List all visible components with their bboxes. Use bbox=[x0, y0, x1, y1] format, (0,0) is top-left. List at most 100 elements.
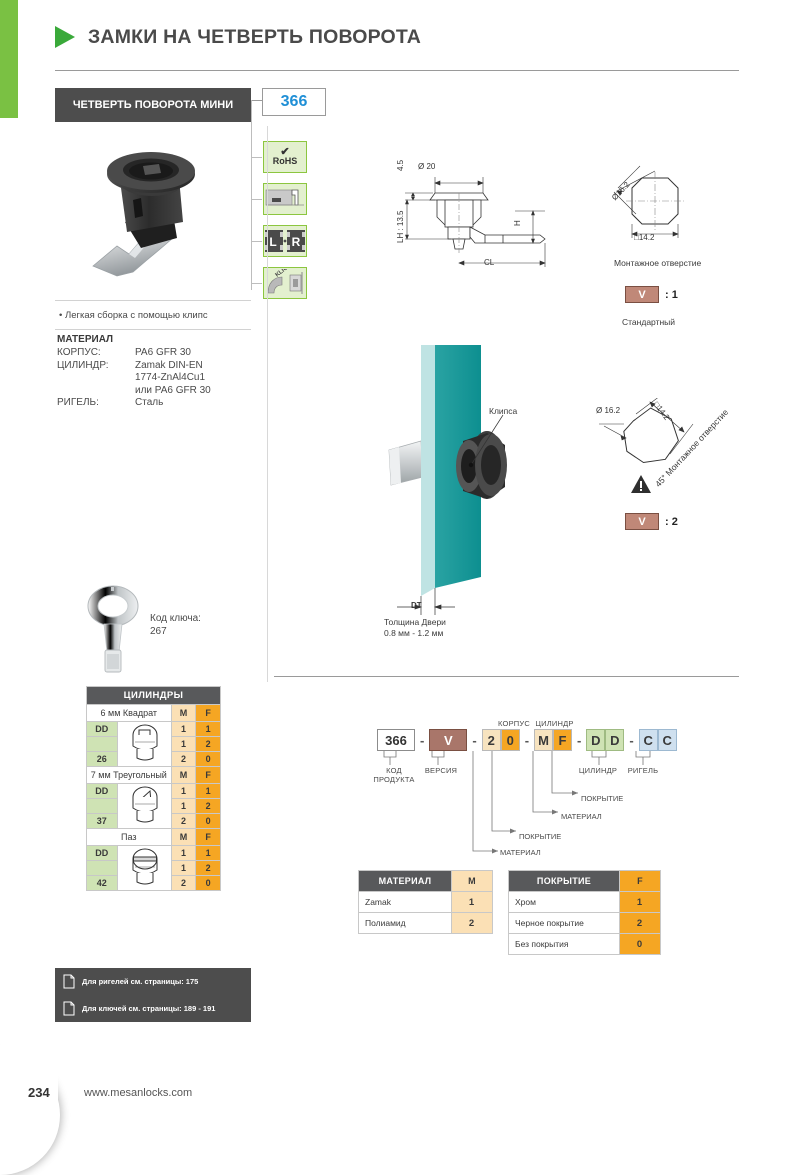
material-title: МАТЕРИАЛ bbox=[57, 334, 114, 345]
code-cylinder-1: D bbox=[586, 729, 606, 751]
cylinder-number: 37 bbox=[86, 813, 118, 829]
coating-value: 1 bbox=[619, 891, 661, 913]
code-top-label-body: КОРПУС bbox=[498, 719, 530, 728]
cylinder-group-name: Паз bbox=[86, 828, 172, 846]
material-key bbox=[57, 385, 135, 398]
cylinder-dd-label: DD bbox=[86, 845, 118, 861]
code-body-material: 2 bbox=[481, 729, 501, 751]
version-value: : 2 bbox=[665, 515, 678, 528]
section-divider bbox=[274, 676, 739, 677]
material-row: ЦИЛИНДР: Zamak DIN-EN bbox=[57, 360, 257, 373]
material-name: Полиамид bbox=[358, 912, 452, 934]
material-value: PA6 GFR 30 bbox=[135, 347, 191, 358]
feature-icon-rail bbox=[251, 100, 252, 290]
leader-coating-body: ПОКРЫТИЕ bbox=[519, 832, 562, 841]
dim-top: 4.5 bbox=[396, 159, 405, 171]
page-number: 234 bbox=[28, 1085, 50, 1100]
rohs-icon: ✔ RoHS bbox=[263, 141, 307, 173]
material-key bbox=[57, 372, 135, 385]
code-bottom-label-cam: РИГЕЛЬ bbox=[627, 766, 659, 775]
coating-table: ПОКРЫТИЕ F Хром 1 Черное покрытие 2 Без … bbox=[508, 870, 661, 955]
page-icon bbox=[63, 974, 75, 989]
col-f-header: F bbox=[195, 704, 221, 722]
cell-m: 1 bbox=[170, 783, 197, 799]
material-key: ЦИЛИНДР: bbox=[57, 359, 109, 371]
material-value: 1774-ZnAl4Cu1 bbox=[135, 372, 206, 384]
code-version: V bbox=[429, 729, 468, 751]
warning-triangle-icon bbox=[630, 474, 652, 499]
coating-name: Хром bbox=[508, 891, 620, 913]
clip-callout-label: Клипса bbox=[489, 406, 518, 416]
cell-f: 2 bbox=[195, 736, 221, 752]
code-bottom-label-version: ВЕРСИЯ bbox=[424, 766, 458, 775]
feature-stub bbox=[252, 157, 262, 158]
feature-stub bbox=[252, 199, 262, 200]
table-row: Хром 1 bbox=[508, 891, 661, 913]
code-dash: - bbox=[472, 732, 477, 748]
table-row: Черное покрытие 2 bbox=[508, 912, 661, 934]
coating-name: Черное покрытие bbox=[508, 912, 620, 934]
col-m-header: M bbox=[170, 828, 197, 846]
code-leader-lines bbox=[370, 751, 660, 866]
reference-text: Для ключей см. страницы: 189 - 191 bbox=[82, 1004, 216, 1013]
version-badge-2: V : 2 bbox=[625, 513, 678, 530]
door-thickness-range: 0.8 мм - 1.2 мм bbox=[384, 628, 444, 638]
version-value: : 1 bbox=[665, 288, 678, 301]
feature-stub bbox=[252, 283, 262, 284]
leader-material-cyl: МАТЕРИАЛ bbox=[561, 812, 602, 821]
material-key: КОРПУС: bbox=[57, 347, 101, 358]
key-icon bbox=[82, 582, 144, 678]
cylinder-dd-label: DD bbox=[86, 783, 118, 799]
reference-row[interactable]: Для ригелей см. страницы: 175 bbox=[55, 968, 251, 995]
reference-row[interactable]: Для ключей см. страницы: 189 - 191 bbox=[55, 995, 251, 1022]
page-title: ЗАМКИ НА ЧЕТВЕРТЬ ПОВОРОТА bbox=[88, 26, 422, 48]
accent-bar bbox=[0, 0, 18, 118]
reference-text: Для ригелей см. страницы: 175 bbox=[82, 977, 199, 986]
material-block: МАТЕРИАЛ КОРПУС: PA6 GFR 30 ЦИЛИНДР: Zam… bbox=[57, 334, 257, 410]
material-value: 1 bbox=[451, 891, 493, 913]
triangle-right-icon bbox=[55, 26, 75, 48]
table-row: Полиамид 2 bbox=[358, 912, 493, 934]
product-name-plate: ЧЕТВЕРТЬ ПОВОРОТА МИНИ bbox=[55, 88, 251, 122]
column-divider bbox=[267, 126, 268, 682]
coating-name: Без покрытия bbox=[508, 933, 620, 955]
page-icon bbox=[63, 1001, 75, 1016]
col-m-header: M bbox=[170, 704, 197, 722]
dim-diameter: Ø 20 bbox=[418, 162, 436, 171]
cell-m: 2 bbox=[170, 875, 197, 891]
code-bottom-label-cylinder: ЦИЛИНДР bbox=[578, 766, 618, 775]
rohs-label: RoHS bbox=[272, 156, 298, 166]
feature-bullet: • Легкая сборка с помощью клипс bbox=[55, 300, 251, 330]
cell-m: 1 bbox=[170, 860, 197, 876]
material-value: Сталь bbox=[135, 397, 164, 409]
badge-connector bbox=[251, 100, 262, 101]
footer-mask bbox=[0, 1045, 58, 1123]
cell-f: 0 bbox=[195, 875, 221, 891]
code-cylinder-2: D bbox=[605, 729, 625, 751]
mounting-hole-1-drawing bbox=[600, 158, 730, 258]
code-top-label-cylinder: ЦИЛИНДР bbox=[535, 719, 574, 728]
cylinder-dd-spacer bbox=[86, 860, 118, 876]
material-key: РИГЕЛЬ: bbox=[57, 397, 99, 409]
table-row: Без покрытия 0 bbox=[508, 933, 661, 955]
key-code-label: Код ключа: bbox=[150, 613, 201, 624]
left-right-icon: L R bbox=[263, 225, 307, 257]
cell-m: 1 bbox=[170, 798, 197, 814]
cell-m: 2 bbox=[170, 813, 197, 829]
key-code-value: 267 bbox=[150, 626, 167, 637]
main-dimension-drawing bbox=[385, 155, 575, 285]
table-row: Zamak 1 bbox=[358, 891, 493, 913]
cell-f: 0 bbox=[195, 751, 221, 767]
material-value: Zamak DIN-EN bbox=[135, 359, 203, 371]
material-table-title: МАТЕРИАЛ bbox=[358, 870, 452, 892]
code-bottom-label-product: КОД ПРОДУКТА bbox=[373, 766, 415, 784]
site-url: www.mesanlocks.com bbox=[84, 1087, 193, 1099]
coating-value: 0 bbox=[619, 933, 661, 955]
mounting-hole-2-drawing bbox=[598, 395, 738, 503]
col-f-header: F bbox=[195, 766, 221, 784]
bullet-text: • Легкая сборка с помощью клипс bbox=[59, 309, 208, 321]
product-photo bbox=[55, 126, 251, 298]
dim-cl: CL bbox=[484, 258, 495, 267]
dt-label: DT bbox=[411, 601, 422, 610]
reference-box: Для ригелей см. страницы: 175 Для ключей… bbox=[55, 968, 251, 1022]
